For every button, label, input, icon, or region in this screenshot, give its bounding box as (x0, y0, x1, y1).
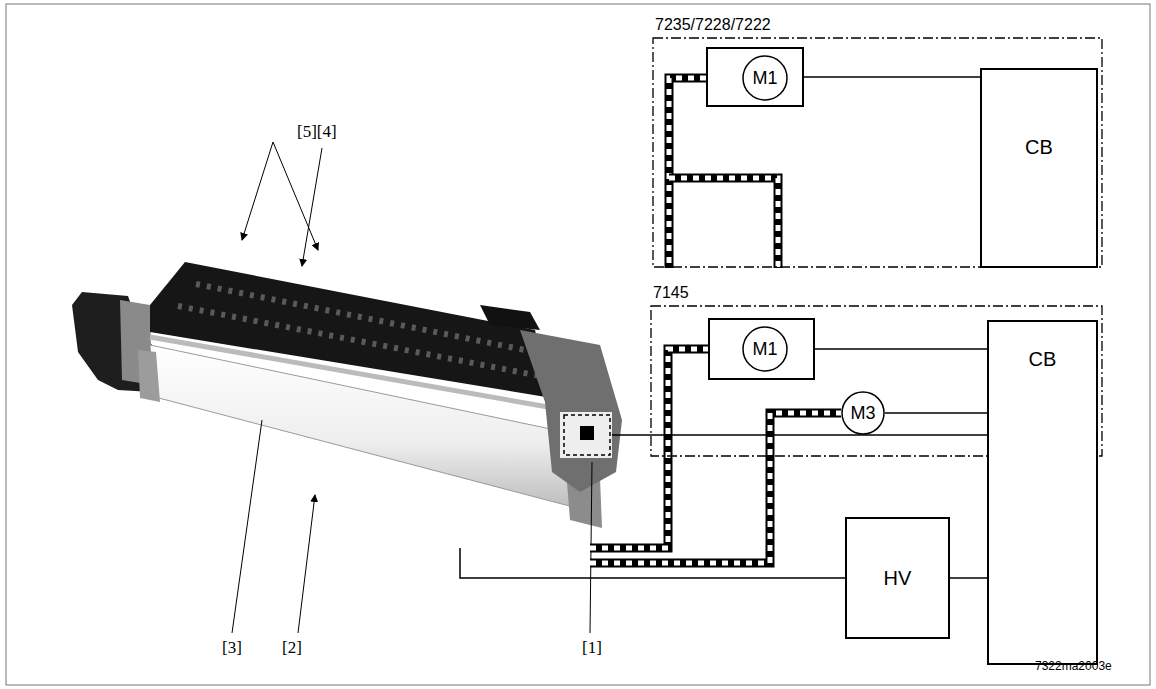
leader-line (273, 142, 318, 250)
leader-line (302, 148, 322, 266)
end-assembly (520, 330, 622, 492)
drive-cable (590, 349, 708, 548)
figure-code: 7322ma2003e (1035, 659, 1112, 673)
connector-wire (804, 76, 980, 78)
board-chip (580, 426, 594, 440)
motor-box: M1 (708, 318, 815, 380)
drive-cable (669, 178, 778, 268)
drive-cable (669, 78, 706, 268)
drive-cable (669, 178, 778, 268)
drive-cable (590, 349, 708, 548)
motor-symbol (743, 56, 787, 100)
connector-wire (950, 577, 987, 579)
drive-cable (669, 78, 706, 268)
roller-end (138, 350, 160, 402)
motor-symbol (842, 392, 884, 434)
connector-wire (885, 412, 987, 414)
unit-top-part (480, 305, 540, 330)
callout-number: [1] (582, 638, 602, 658)
drive-cable (590, 413, 841, 563)
board-outline (564, 415, 610, 455)
drive-cable (590, 413, 841, 563)
motor-box: M1 (706, 47, 804, 107)
callout-number: [3] (222, 638, 242, 658)
connector-board (560, 412, 612, 458)
roller (150, 345, 577, 508)
board-box: CB (987, 320, 1098, 665)
image-frame (6, 4, 1150, 685)
group-heading: 7235/7228/7222 (655, 16, 771, 34)
group-border (653, 38, 1102, 267)
group-heading: 7145 (653, 284, 689, 302)
motor-circle: M3 (841, 391, 885, 435)
drive-cable (590, 78, 841, 563)
leader-line (242, 142, 273, 240)
motor-label: M1 (752, 339, 777, 360)
motor-label: M1 (752, 68, 777, 89)
motor-label: M3 (850, 403, 875, 424)
model-group: 7235/7228/7222M1CB (652, 37, 1103, 268)
callout-number: [2] (282, 638, 302, 658)
motor-symbol (743, 327, 787, 371)
box-label: CB (982, 136, 1096, 159)
leader-line (298, 495, 315, 633)
board-box: HV (845, 517, 950, 639)
box-label: HV (847, 567, 948, 590)
connector-wire (815, 348, 987, 350)
leader-line (232, 420, 262, 633)
callout-number: [5][4] (297, 122, 337, 142)
box-label: CB (989, 348, 1096, 371)
board-box: CB (980, 68, 1098, 268)
